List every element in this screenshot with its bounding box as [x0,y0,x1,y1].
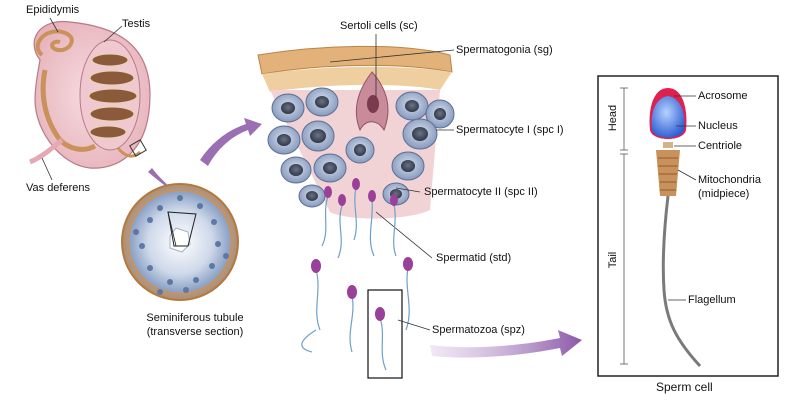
highlight-box [367,289,403,379]
label-centriole: Centriole [698,140,743,152]
spermatozoa-group [301,187,410,371]
label-spermatocyte-1: Spermatocyte I (spc I) [456,124,564,136]
label-spermatogonia: Spermatogonia (sg) [456,44,553,56]
label-tail: Tail [607,251,619,269]
tubule-wall-section [257,34,455,259]
label-spermatocyte-2: Spermatocyte II (spc II) [424,186,538,198]
arrow-to-sperm-cell [430,330,582,358]
label-midpiece: (midpiece) [698,188,750,200]
label-flagellum: Flagellum [688,294,736,306]
testis-illustration [29,17,151,181]
label-testis: Testis [122,18,151,30]
label-mitochondria: Mitochondria [698,174,761,186]
label-sertoli: Sertoli cells (sc) [340,20,418,32]
label-sperm-cell: Sperm cell [656,380,713,394]
label-vas-deferens: Vas deferens [26,182,91,194]
label-seminiferous-1: Seminiferous tubule [146,312,244,324]
arrow-to-section [200,118,262,166]
label-acrosome: Acrosome [698,90,748,102]
label-head: Head [607,104,619,132]
sperm-cell-panel [597,75,779,377]
seminiferous-tubule [121,183,239,301]
label-seminiferous-2: (transverse section) [146,326,244,338]
label-epididymis: Epididymis [26,4,80,16]
spermatozoa-heads [311,178,413,321]
label-spermatid: Spermatid (std) [436,252,512,264]
label-nucleus: Nucleus [698,120,738,132]
label-spermatozoa: Spermatozoa (spz) [432,324,525,336]
